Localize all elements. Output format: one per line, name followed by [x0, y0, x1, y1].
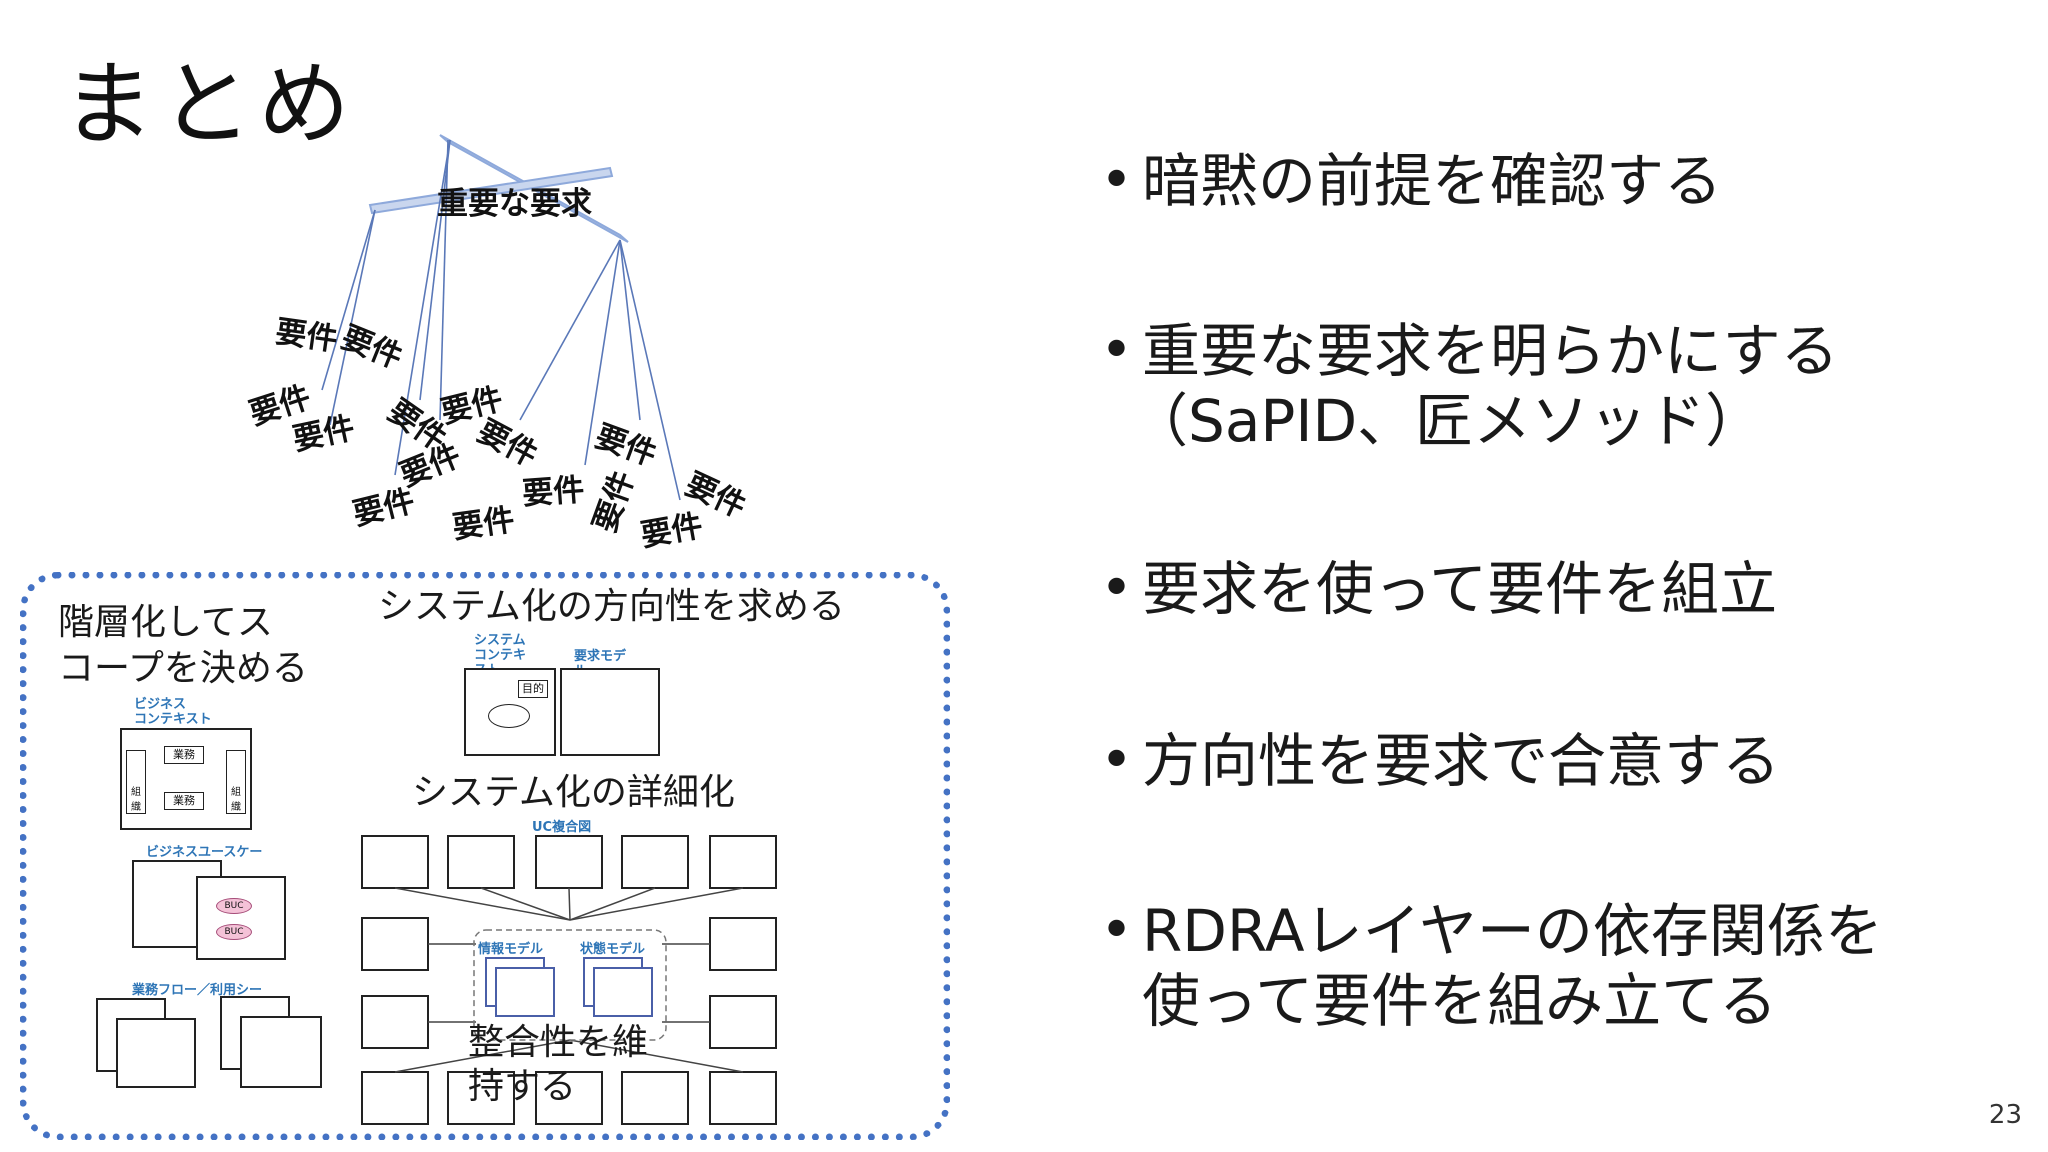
bullet-text: RDRAレイヤーの依存関係を	[1142, 897, 1883, 965]
uc-composite-label: UC複合図	[532, 820, 592, 835]
req-model-diagram	[560, 668, 660, 756]
buc-ellipse: BUC	[216, 924, 252, 940]
uc-composite-diagram	[361, 835, 777, 1125]
state-model-label: 状態モデル	[580, 942, 646, 957]
purpose-box: 目的	[518, 680, 548, 698]
bullet-text: 重要な要求を明らかにする	[1142, 317, 1839, 385]
sys-context-diagram: 目的	[464, 668, 556, 756]
scope-label-line1: 階層化してス	[58, 602, 273, 643]
buc-diagram-front: BUC BUC	[196, 876, 286, 960]
org-label: 組織	[231, 787, 241, 813]
requirement-tree-lines	[321, 134, 681, 501]
system-ellipse	[488, 704, 530, 728]
consistency-label-line1: 整合性を維	[468, 1022, 649, 1063]
rdra-diagram-region	[20, 572, 950, 1140]
flow-diagram	[240, 1016, 322, 1088]
detail-label: システム化の詳細化	[412, 772, 735, 813]
bullet-dot-icon: •	[1100, 318, 1134, 383]
biz-context-diagram: 業務 業務 組織 組織	[120, 728, 252, 830]
scope-label-line2: コープを決める	[58, 648, 308, 689]
bullet-text-continued: （SaPID、匠メソッド）	[1130, 387, 1764, 455]
task-box: 業務	[164, 746, 204, 764]
buc-ellipse: BUC	[216, 898, 252, 914]
bullet-dot-icon: •	[1100, 148, 1134, 213]
bullet-dot-icon: •	[1100, 556, 1134, 621]
bullet-dot-icon: •	[1100, 728, 1134, 793]
bullet-dot-icon: •	[1100, 898, 1134, 963]
biz-context-label: ビジネス コンテキスト	[134, 697, 212, 727]
bullet-text-continued: 使って要件を組み立てる	[1142, 967, 1778, 1035]
flow-diagram	[116, 1018, 196, 1088]
org-label: 組織	[131, 787, 141, 813]
bullet-text: 方向性を要求で合意する	[1142, 727, 1781, 795]
info-model-label: 情報モデル	[478, 942, 544, 957]
bullet-text: 暗黙の前提を確認する	[1142, 147, 1723, 215]
bullet-text: 要求を使って要件を組立	[1142, 555, 1778, 623]
tree-root-label: 重要な要求	[437, 186, 592, 222]
consistency-label-line2: 持する	[468, 1066, 577, 1107]
org-box: 組織	[226, 750, 246, 814]
slide-title: まとめ	[62, 51, 357, 158]
page-number: 23	[1988, 1100, 2022, 1130]
task-box: 業務	[164, 792, 204, 810]
direction-label: システム化の方向性を求める	[378, 586, 845, 627]
org-box: 組織	[126, 750, 146, 814]
